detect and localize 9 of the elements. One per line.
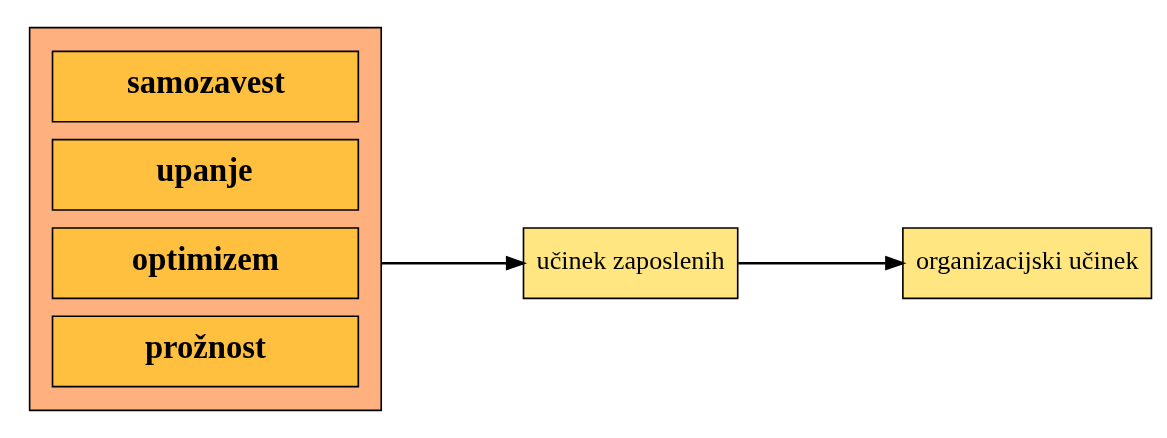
node-box: optimizem — [51, 227, 359, 300]
arrow — [737, 255, 906, 271]
arrow — [380, 255, 527, 271]
node-box: samozavest — [51, 50, 359, 123]
node-box: prožnost — [51, 315, 359, 388]
node-box: organizacijski učinek — [901, 227, 1152, 300]
node-box: upanje — [51, 138, 359, 211]
cluster — [28, 26, 382, 412]
node-box: učinek zaposlenih — [522, 227, 739, 300]
